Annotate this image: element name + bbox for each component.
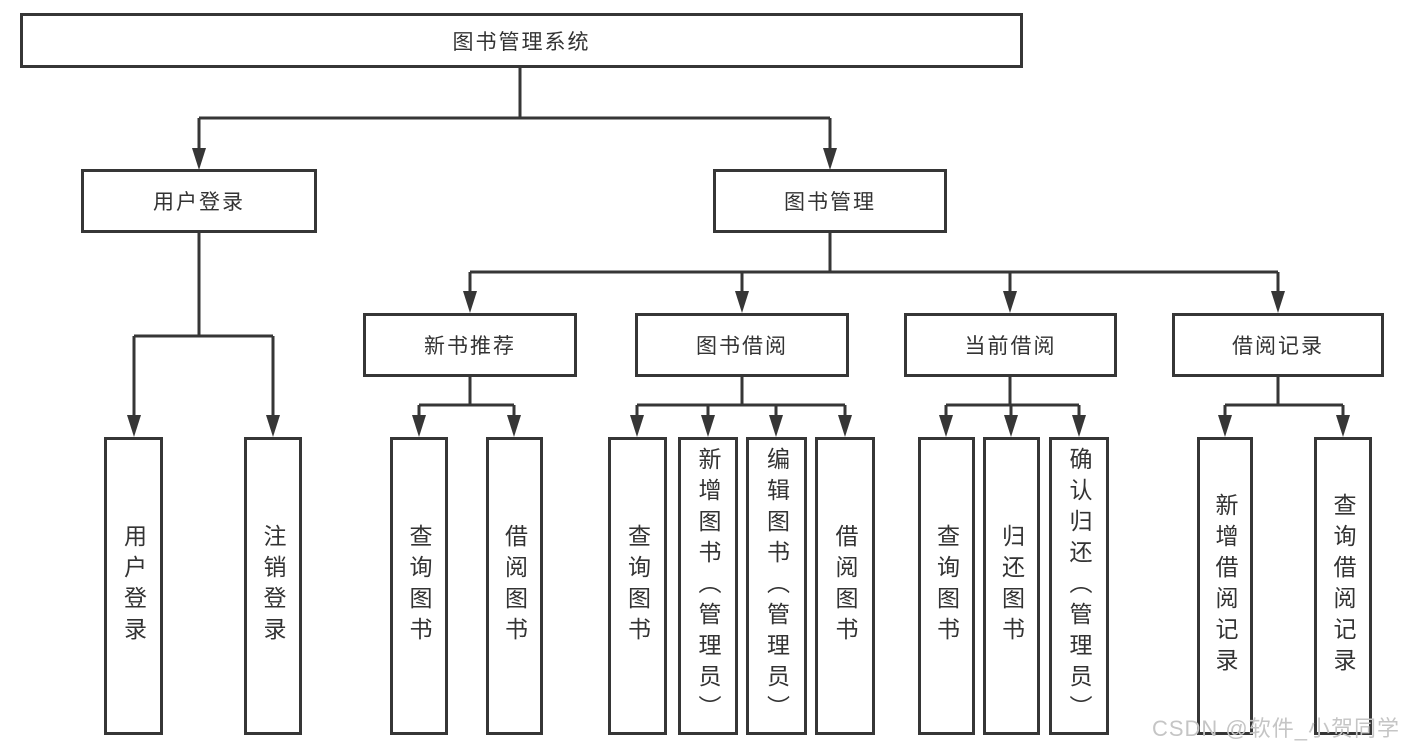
node-label: 归还图书 [998, 524, 1025, 648]
node-label: 查询借阅记录 [1330, 493, 1356, 679]
connector-book-borrowing [630, 377, 852, 437]
node-new-book-recommendation: 新书推荐 [363, 313, 577, 377]
node-leaf-borrow-books: 借阅图书 [486, 437, 543, 735]
node-leaf-user-login: 用户登录 [104, 437, 163, 735]
node-label: 编辑图书（管理员） [763, 446, 790, 726]
node-label: 确认归还（管理员） [1066, 446, 1092, 726]
node-label: 借阅图书 [832, 524, 858, 648]
node-leaf-search-books: 查询图书 [608, 437, 667, 735]
node-label: 图书借阅 [696, 335, 788, 358]
connector-current-borrowing [939, 377, 1086, 437]
node-label: 借阅图书 [501, 524, 528, 648]
node-label: 查询图书 [624, 524, 651, 648]
node-book-management: 图书管理 [713, 169, 947, 233]
node-leaf-logout: 注销登录 [244, 437, 302, 735]
node-label: 用户登录 [120, 524, 147, 648]
node-label: 查询图书 [933, 524, 960, 648]
node-leaf-search-borrow-record: 查询借阅记录 [1314, 437, 1372, 735]
node-leaf-add-borrow-record: 新增借阅记录 [1197, 437, 1253, 735]
node-label: 用户登录 [153, 191, 245, 214]
node-borrowing-records: 借阅记录 [1172, 313, 1384, 377]
node-label: 图书管理系统 [452, 30, 591, 54]
connector-root [192, 68, 837, 170]
node-label: 当前借阅 [964, 335, 1057, 358]
connector-new-book-recommendation [412, 377, 521, 437]
node-label: 新增图书（管理员） [695, 446, 721, 726]
node-leaf-search-books: 查询图书 [918, 437, 975, 735]
node-leaf-search-books: 查询图书 [390, 437, 448, 735]
node-label: 新书推荐 [424, 335, 516, 358]
node-leaf-borrow-books: 借阅图书 [815, 437, 875, 735]
node-label: 查询图书 [406, 524, 432, 648]
node-book-borrowing: 图书借阅 [635, 313, 849, 377]
node-label: 借阅记录 [1232, 335, 1324, 358]
node-label: 注销登录 [260, 524, 286, 648]
node-label: 新增借阅记录 [1212, 493, 1238, 679]
node-current-borrowing: 当前借阅 [904, 313, 1117, 377]
node-user-login: 用户登录 [81, 169, 317, 233]
node-library-management-system: 图书管理系统 [20, 13, 1023, 68]
node-leaf-edit-books-admin: 编辑图书（管理员） [746, 437, 807, 735]
connector-user-login [127, 233, 280, 437]
node-leaf-add-books-admin: 新增图书（管理员） [678, 437, 738, 735]
watermark: CSDN @软件_小贺同学 [1151, 716, 1400, 741]
node-leaf-confirm-return-admin: 确认归还（管理员） [1049, 437, 1109, 735]
connector-borrowing-records [1218, 377, 1350, 437]
node-label: 图书管理 [784, 191, 876, 214]
connector-book-management [463, 233, 1285, 313]
node-leaf-return-books: 归还图书 [983, 437, 1040, 735]
